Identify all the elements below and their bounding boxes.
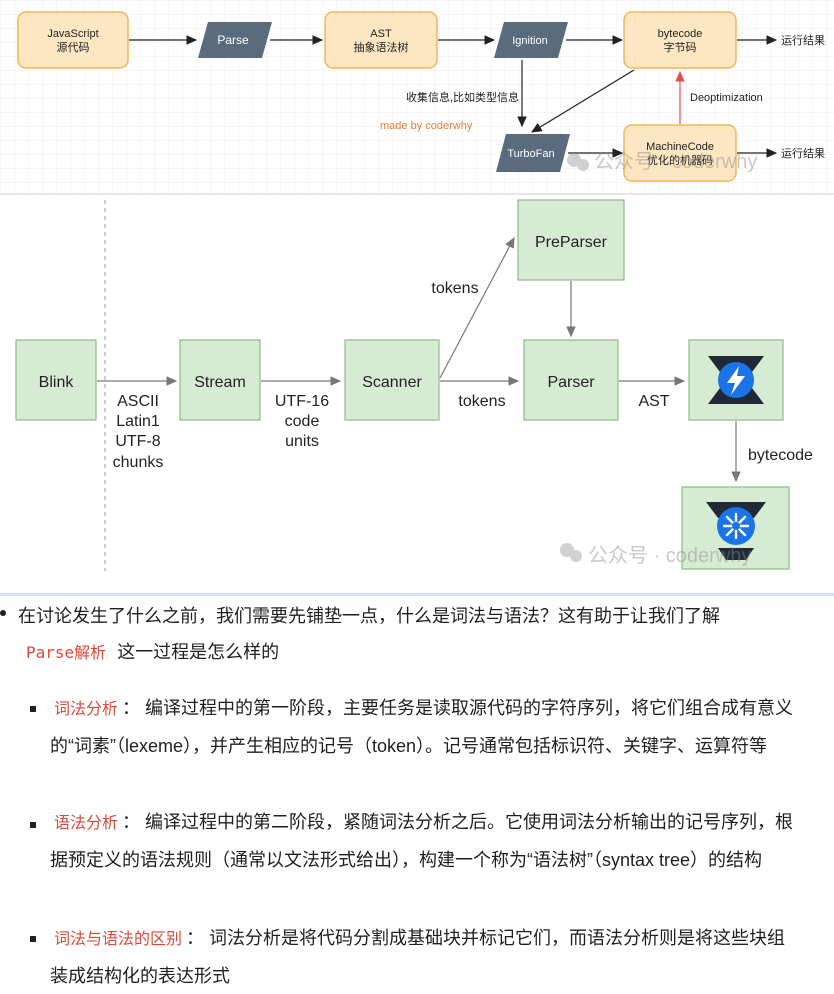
bytecode-edge-label: bytecode bbox=[748, 447, 813, 464]
list-item: 词法分析： 编译过程中的第一阶段，主要任务是读取源代码的字符序列，将它们组合成有… bbox=[50, 690, 802, 764]
blink-node: Blink bbox=[15, 339, 97, 421]
ignition-label: Ignition bbox=[512, 35, 547, 47]
parse-inline-code: Parse解析 bbox=[26, 643, 107, 662]
chunk-label-2: Latin1 bbox=[116, 413, 160, 430]
ast-node: AST 抽象语法树 bbox=[324, 11, 438, 69]
wechat-icon bbox=[567, 153, 581, 167]
ignition-node: Ignition bbox=[494, 22, 568, 58]
section-divider bbox=[0, 593, 834, 596]
term-separator: ： bbox=[122, 812, 141, 832]
term-difference: 词法与语法的区别 bbox=[54, 931, 183, 948]
bullet-dot bbox=[0, 610, 6, 616]
tokens-lower-label: tokens bbox=[458, 393, 505, 410]
turbofan-icon bbox=[706, 502, 766, 560]
preparser-node: PreParser bbox=[517, 199, 625, 281]
utf16-label-1: UTF-16 bbox=[275, 393, 329, 410]
result-label-1: 运行结果 bbox=[781, 34, 825, 47]
preparser-label: PreParser bbox=[535, 234, 608, 251]
parser-label: Parser bbox=[547, 374, 595, 391]
scanner-label: Scanner bbox=[362, 374, 422, 391]
intro-paragraph: 在讨论发生了什么之前，我们需要先铺垫一点，什么是词法与语法？这有助于让我们了解 … bbox=[18, 598, 808, 671]
bytecode-label-2: 字节码 bbox=[664, 40, 697, 54]
machinecode-label-1: MachineCode bbox=[646, 141, 714, 153]
parse-node: Parse bbox=[198, 22, 272, 58]
deoptimization-label: Deoptimization bbox=[690, 92, 763, 104]
chunk-label-3: UTF-8 bbox=[115, 433, 160, 450]
utf16-label-3: units bbox=[285, 433, 319, 450]
intro-text-after: 这一过程是怎么样的 bbox=[117, 642, 280, 662]
blink-label: Blink bbox=[39, 374, 75, 391]
js-source-node: JavaScript 源代码 bbox=[17, 11, 129, 69]
chunk-label-4: chunks bbox=[113, 454, 164, 471]
parser-node: Parser bbox=[523, 339, 619, 421]
v8-parsing-diagram: Blink ASCII Latin1 UTF-8 chunks Stream U… bbox=[0, 196, 834, 596]
term-syntax: 语法分析 bbox=[54, 815, 119, 832]
list-item: 词法与语法的区别： 词法分析是将代码分割成基础块并标记它们，而语法分析则是将这些… bbox=[50, 920, 802, 994]
term-separator: ： bbox=[122, 698, 141, 718]
turbofan-node: TurboFan bbox=[496, 134, 570, 172]
stream-label: Stream bbox=[194, 374, 246, 391]
bytecode-node: bytecode 字节码 bbox=[623, 11, 737, 69]
collect-info-label: 收集信息,比如类型信息 bbox=[406, 90, 519, 104]
bytecode-label-1: bytecode bbox=[658, 28, 703, 40]
ignition-icon bbox=[708, 356, 764, 404]
list-square-3 bbox=[30, 936, 36, 942]
turbofan-logo-node bbox=[681, 486, 790, 570]
ignition-logo-node bbox=[688, 339, 784, 421]
ast-edge-label: AST bbox=[638, 393, 669, 410]
stream-node: Stream bbox=[179, 339, 261, 421]
intro-text-before: 在讨论发生了什么之前，我们需要先铺垫一点，什么是词法与语法？这有助于让我们了解 bbox=[18, 606, 720, 626]
watermark-1: 公众号 · coderwhy bbox=[567, 150, 757, 173]
turbofan-label: TurboFan bbox=[507, 148, 554, 160]
arrow-bytecode-turbofan bbox=[530, 69, 635, 133]
result-label-2: 运行结果 bbox=[781, 147, 825, 160]
js-source-label-2: 源代码 bbox=[57, 40, 90, 54]
term-lexical: 词法分析 bbox=[54, 701, 119, 718]
watermark-text-2: 公众号 · coderwhy bbox=[588, 544, 751, 567]
ast-label-2: 抽象语法树 bbox=[354, 40, 409, 54]
watermark-2: 公众号 · coderwhy bbox=[560, 543, 751, 567]
list-square-2 bbox=[30, 822, 36, 828]
tokens-upper-label: tokens bbox=[431, 280, 478, 297]
js-pipeline-diagram: JavaScript 源代码 Parse AST 抽象语法树 Ignition … bbox=[0, 0, 834, 195]
list-item: 语法分析： 编译过程中的第二阶段，紧随词法分析之后。它使用词法分析输出的记号序列… bbox=[50, 804, 802, 878]
machinecode-node: MachineCode 优化的机器码 bbox=[623, 124, 737, 182]
machinecode-label-2: 优化的机器码 bbox=[647, 153, 713, 167]
js-source-label-1: JavaScript bbox=[47, 28, 98, 40]
watermark-text-1: 公众号 · coderwhy bbox=[594, 150, 757, 173]
utf16-label-2: code bbox=[285, 413, 320, 430]
list-square-1 bbox=[30, 706, 36, 712]
parse-label: Parse bbox=[217, 33, 249, 47]
item-description: 编译过程中的第二阶段，紧随词法分析之后。它使用词法分析输出的记号序列，根据预定义… bbox=[50, 812, 794, 870]
chunk-label-1: ASCII bbox=[117, 393, 159, 410]
term-separator: ： bbox=[186, 928, 205, 948]
scanner-node: Scanner bbox=[344, 339, 440, 421]
item-description: 编译过程中的第一阶段，主要任务是读取源代码的字符序列，将它们组合成有意义的“词素… bbox=[50, 698, 794, 756]
arrow-scanner-preparser bbox=[439, 236, 515, 379]
made-by-label: made by coderwhy bbox=[380, 120, 473, 132]
item-description: 词法分析是将代码分割成基础块并标记它们，而语法分析则是将这些块组装成结构化的表达… bbox=[50, 928, 786, 986]
wechat-icon-2 bbox=[560, 543, 574, 557]
ast-label-1: AST bbox=[370, 28, 392, 40]
